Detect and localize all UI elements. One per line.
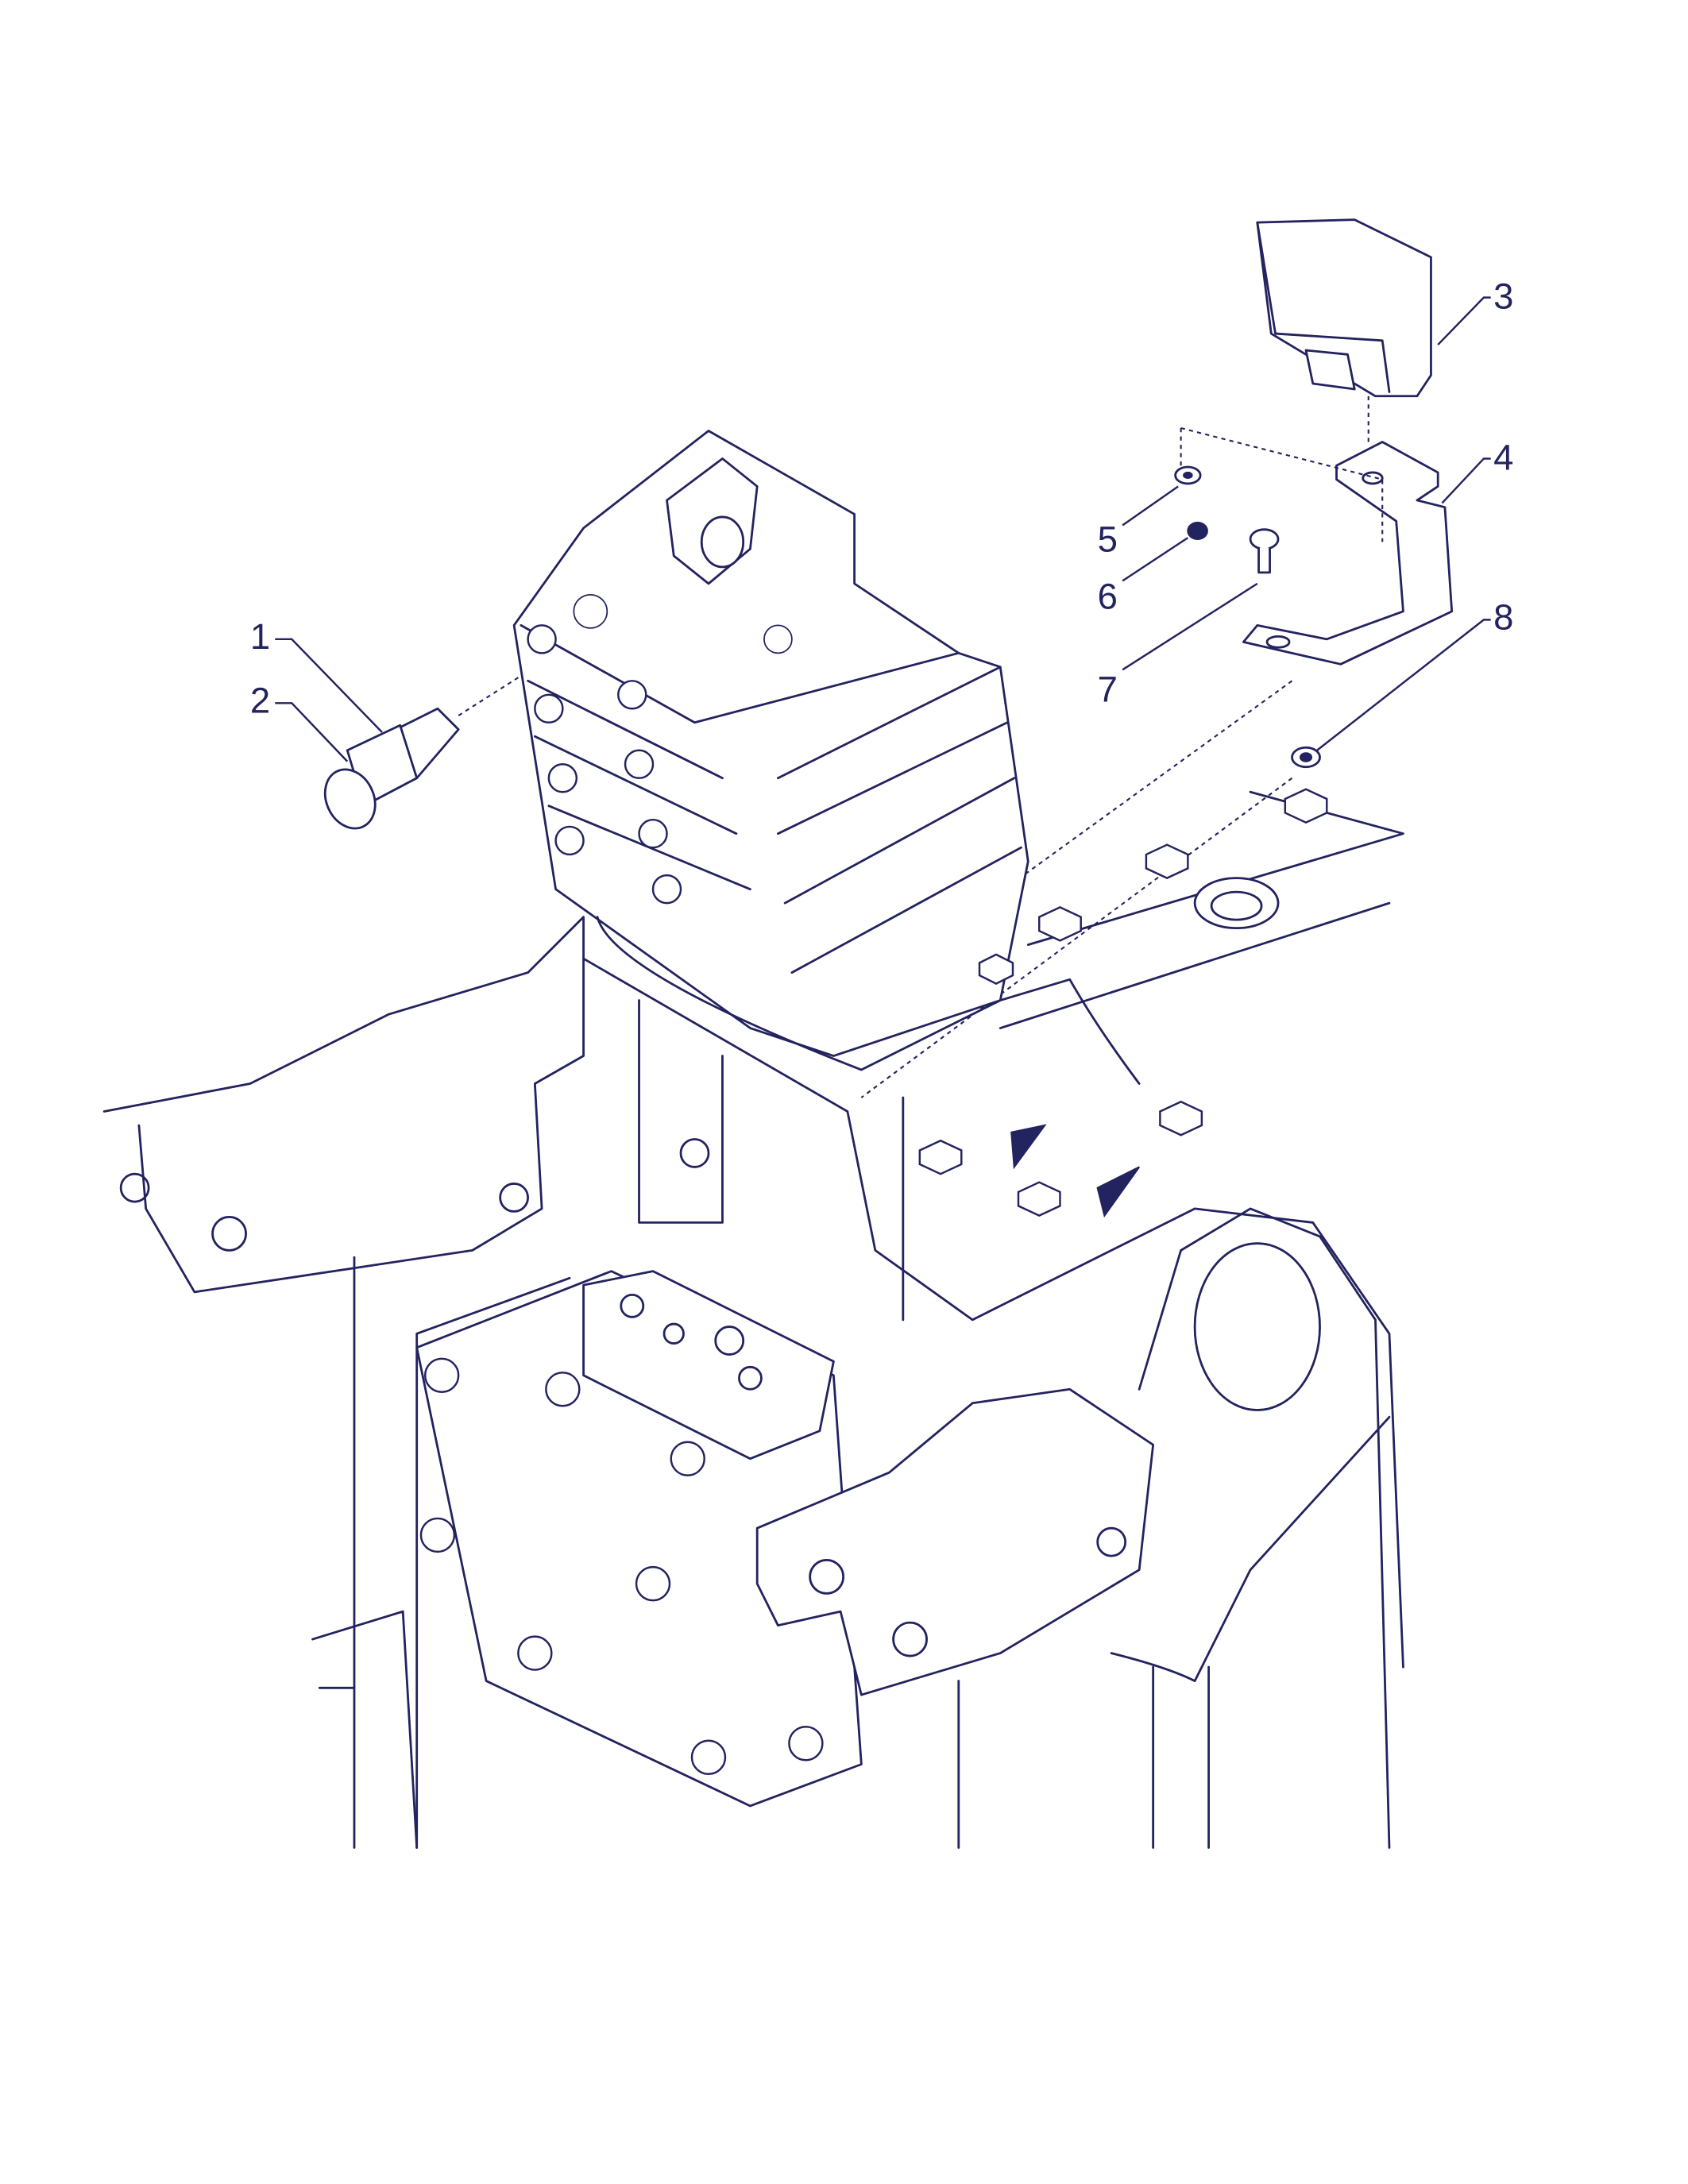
part-8-nut[interactable] bbox=[1291, 746, 1321, 769]
part-3-cover[interactable] bbox=[1256, 218, 1432, 445]
callout-7[interactable]: 7 bbox=[1098, 669, 1118, 710]
part-7-bolt[interactable] bbox=[1249, 528, 1280, 574]
callout-2[interactable]: 2 bbox=[250, 681, 270, 721]
control-valve-block bbox=[512, 430, 1029, 1057]
callout-6[interactable]: 6 bbox=[1098, 576, 1118, 616]
callout-4[interactable]: 4 bbox=[1493, 437, 1513, 477]
callout-leaders bbox=[275, 296, 1491, 762]
callout-3[interactable]: 3 bbox=[1493, 276, 1513, 317]
callout-8[interactable]: 8 bbox=[1493, 597, 1513, 638]
rear-axle-housing bbox=[102, 788, 1404, 1849]
part-4-bracket[interactable] bbox=[1180, 426, 1454, 666]
part-5-washer[interactable] bbox=[1174, 465, 1202, 485]
callout-5[interactable]: 5 bbox=[1098, 519, 1118, 560]
part-1-2-plug[interactable] bbox=[316, 666, 535, 837]
part-6-nut[interactable] bbox=[1187, 521, 1208, 540]
callout-1[interactable]: 1 bbox=[250, 616, 270, 657]
